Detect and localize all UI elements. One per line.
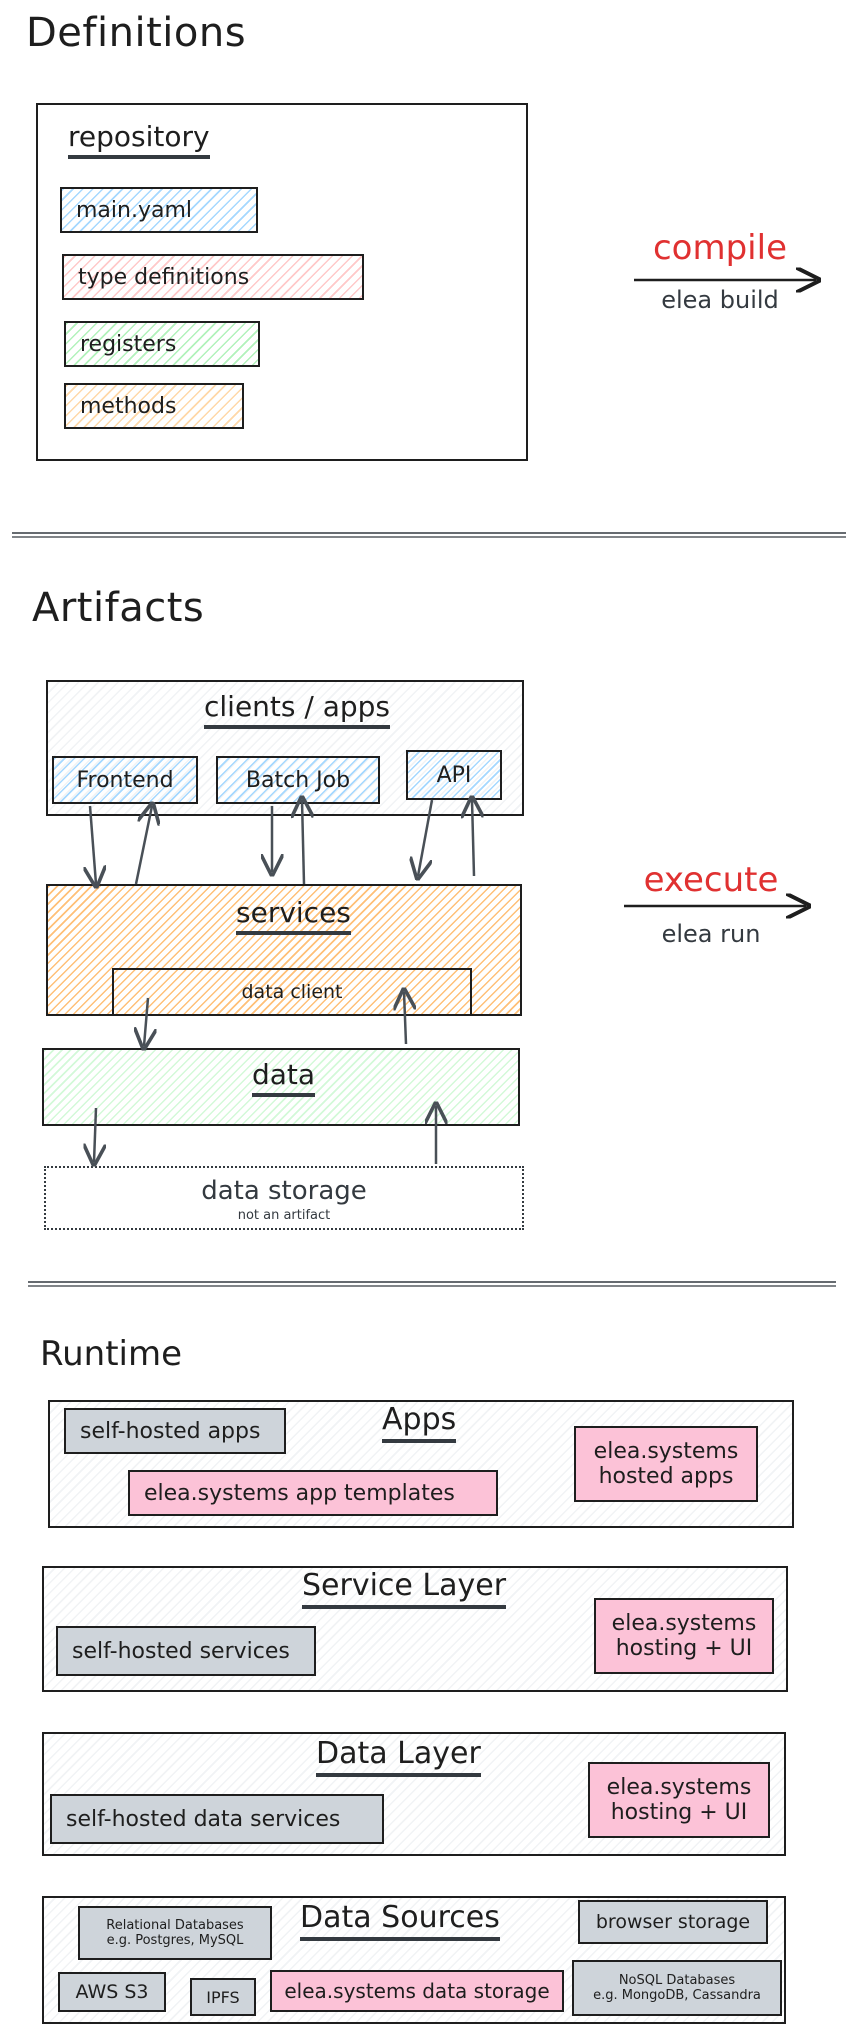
ipfs[interactable]: IPFS [190, 1978, 256, 2016]
self-hosted-data-services[interactable]: self-hosted data services [50, 1794, 384, 1844]
repository-frame [36, 103, 528, 461]
aws-s3[interactable]: AWS S3 [58, 1972, 166, 2012]
data-to-storage-arrow [94, 1107, 96, 1162]
data-storage-title: data storage [201, 1176, 367, 1206]
browser-storage[interactable]: browser storage [578, 1900, 768, 1944]
self-hosted-services[interactable]: self-hosted services [56, 1626, 316, 1676]
compile-label: compile [652, 228, 787, 268]
relational-databases-line2: e.g. Postgres, MySQL [106, 1933, 244, 1948]
services-to-batchjob-arrow [302, 800, 304, 885]
definition-methods[interactable]: methods [64, 383, 244, 429]
nosql-databases-line1: NoSQL Databases [618, 1973, 736, 1988]
elea-data-hosting[interactable]: elea.systems hosting + UI [588, 1762, 770, 1838]
definition-registers[interactable]: registers [64, 321, 260, 367]
apps-title: Apps [382, 1402, 457, 1443]
repository-title: repository [68, 120, 210, 159]
nosql-databases[interactable]: NoSQL Databases e.g. MongoDB, Cassandra [572, 1960, 782, 2016]
relational-databases[interactable]: Relational Databases e.g. Postgres, MySQ… [78, 1906, 272, 1960]
elea-service-hosting-line2: hosting + UI [615, 1636, 753, 1661]
frontend-to-services-arrow [90, 805, 96, 884]
data-sources-title: Data Sources [300, 1900, 500, 1941]
elea-hosted-apps-line2: hosted apps [598, 1464, 734, 1489]
elea-data-storage[interactable]: elea.systems data storage [270, 1970, 564, 2012]
elea-data-hosting-line1: elea.systems [606, 1775, 752, 1800]
execute-command: elea run [661, 920, 761, 948]
compile-command: elea build [661, 286, 779, 314]
elea-service-hosting[interactable]: elea.systems hosting + UI [594, 1598, 774, 1674]
elea-service-hosting-line1: elea.systems [611, 1611, 757, 1636]
data-title: data [252, 1058, 316, 1097]
elea-app-templates[interactable]: elea.systems app templates [128, 1470, 498, 1516]
services-to-api-arrow [472, 800, 474, 877]
service-layer-title: Service Layer [302, 1568, 507, 1609]
data-layer-title: Data Layer [316, 1736, 481, 1777]
elea-hosted-apps[interactable]: elea.systems hosted apps [574, 1426, 758, 1502]
relational-databases-line1: Relational Databases [106, 1918, 244, 1933]
artifacts-heading: Artifacts [32, 585, 205, 631]
services-title: services [236, 896, 351, 935]
api-to-services-arrow [418, 799, 434, 876]
nosql-databases-line2: e.g. MongoDB, Cassandra [593, 1988, 761, 2003]
definitions-heading: Definitions [26, 10, 247, 56]
services-frame [46, 884, 522, 1016]
clients-apps-title: clients / apps [204, 690, 391, 729]
data-storage-note: not an artifact [237, 1208, 331, 1223]
data-storage-frame [44, 1166, 524, 1230]
definition-main-yaml[interactable]: main.yaml [60, 187, 258, 233]
client-api[interactable]: API [406, 750, 502, 800]
data-client[interactable]: data client [112, 968, 472, 1016]
elea-data-hosting-line2: hosting + UI [610, 1800, 748, 1825]
self-hosted-apps[interactable]: self-hosted apps [64, 1408, 286, 1454]
client-frontend[interactable]: Frontend [52, 756, 198, 804]
data-to-dataclient-arrow [404, 992, 406, 1045]
execute-label: execute [643, 860, 779, 900]
definition-type-definitions[interactable]: type definitions [62, 254, 364, 300]
runtime-heading: Runtime [40, 1334, 183, 1374]
dataclient-to-data-arrow [144, 997, 148, 1046]
services-to-frontend-arrow [134, 806, 152, 885]
elea-hosted-apps-line1: elea.systems [593, 1439, 739, 1464]
